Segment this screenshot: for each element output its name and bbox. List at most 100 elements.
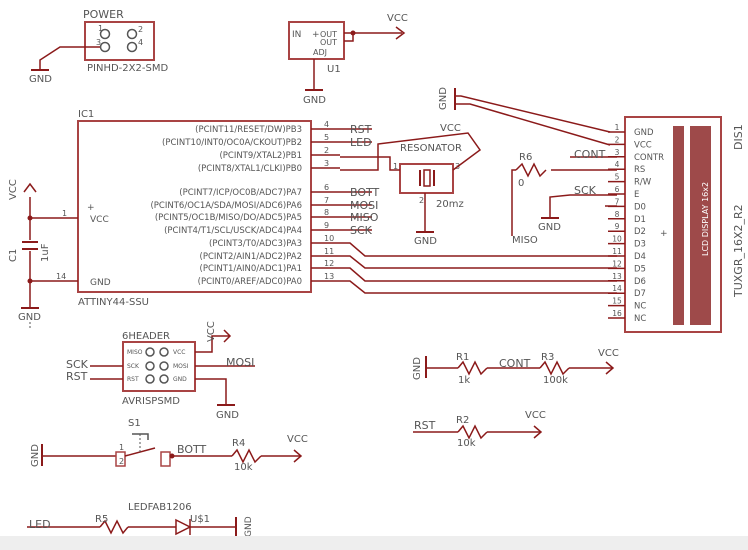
isp-pin-sck: SCK [127,363,140,370]
lcd-pin-number: 5 [615,173,620,182]
capacitor-value: 1uF [40,243,51,262]
lcd-pin-label: E [634,190,639,200]
regulator-u1[interactable]: IN + OUT OUT ADJ U1 [288,21,345,75]
lcd-cont: CONT [574,148,606,161]
isp-sck: SCK [66,358,89,371]
resonator-gnd: GND [414,236,437,247]
lcd-pin-label: NC [634,302,646,312]
lcd-pin-label: GND [634,128,654,138]
lcd-pin-number: 11 [612,247,622,256]
resistor-r2[interactable]: R2 10k [456,415,488,449]
mcu-net-label: LED [350,136,372,149]
vcc-arrow [223,329,232,343]
r6-value: 0 [518,178,524,189]
mcu-pin-number: 4 [324,120,329,129]
regulator-out1: OUT [320,30,337,39]
mcu-pin-label: (PCINT4/T1/SCL/USCK/ADC4)PA4 [164,226,302,236]
lcd-sck: SCK [574,184,597,197]
mcu-pin-number: 11 [324,247,334,256]
isp-pin-vcc: VCC [173,349,185,356]
mcu-value: ATTINY44-SSU [78,297,149,308]
resistor-r4[interactable]: R4 10k [231,438,262,473]
mcu-pin-label: (PCINT7/ICP/OC0B/ADC7)PA7 [179,188,302,198]
r2-vcc: VCC [525,410,546,421]
led-diode[interactable] [175,518,192,536]
r1-cont: CONT [499,357,531,370]
power-header[interactable]: POWER 1 2 3 4 PINHD-2X2-SMD [83,8,168,74]
r3-name: R3 [541,352,554,363]
resistor-r1[interactable]: R1 1k [426,352,488,386]
power-header-name: POWER [83,8,124,21]
lcd-pin-label: D4 [634,252,646,262]
mcu-pin-label: (PCINT6/OC1A/SDA/MOSI/ADC6)PA6 [150,201,302,211]
regulator-out2: OUT [320,38,337,47]
mcu-ic1[interactable]: IC1 ATTINY44-SSU + VCC GND (PCINT11/RESE… [77,109,380,308]
isp-rst: RST [66,370,88,383]
r2-value: 10k [457,438,476,449]
r2-rst: RST [414,419,436,432]
mcu-pin-label: (PCINT5/OC1B/MISO/DO/ADC5)PA5 [155,213,302,223]
r4-value: 10k [234,462,253,473]
capacitor-name: C1 [8,249,19,262]
power-header-pin4: 4 [138,38,143,47]
power-gnd-label: GND [29,74,52,85]
mcu-pin-label: (PCINT3/T0/ADC3)PA3 [209,239,302,249]
bus-wires [340,242,617,294]
lcd-pin-number: 2 [615,135,620,144]
isp-pin-gnd: GND [173,376,187,383]
vcc-arrow [533,425,543,439]
lcd-name: DIS1 [732,124,745,150]
regulator-name: U1 [327,64,341,75]
resistor-r6[interactable]: R6 0 [515,152,547,189]
vcc-arrow [23,182,37,193]
lcd-pin-number: 10 [612,235,622,244]
led-gnd: GND [244,516,254,537]
lcd-display[interactable]: + LCD DISPLAY 16x2 DIS1 TUXGR_16X2_R2 1G… [608,116,745,333]
lcd-pin-label: D6 [634,277,646,287]
r1-gnd: GND [412,357,423,380]
mcu-net-label: RST [350,123,372,136]
mcu-gnd: GND [90,278,111,288]
isp-pin-miso: MISO [127,349,143,356]
power-header-pin1: 1 [98,24,103,33]
resonator-pin2: 2 [419,196,424,205]
resonator-pin1: 1 [393,162,398,171]
lcd-pin-number: 3 [615,148,620,157]
vcc-arrow [395,26,406,40]
capacitor-c1[interactable]: C1 1uF [8,197,51,308]
r1-value: 1k [458,375,470,386]
led-name: U$1 [190,514,210,525]
switch-gnd: GND [30,444,41,467]
mcu-pin-label: (PCINT10/INT0/OC0A/CKOUT)PB2 [162,138,302,148]
lcd-pin-number: 14 [612,284,622,293]
lcd-pin-label: NC [634,314,646,324]
resistor-r5[interactable]: R5 [95,514,129,535]
switch-bott: BOTT [177,443,207,456]
mcu-pin-number: 10 [324,234,334,243]
r1-name: R1 [456,352,469,363]
lcd-pin-label: D1 [634,215,646,225]
r2-name: R2 [456,415,469,426]
resistor-r3[interactable]: R3 100k [539,352,570,386]
mcu-vcc: VCC [90,215,109,225]
mcu-pin-number: 6 [324,183,329,192]
pushbutton-s1[interactable]: S1 1 2 [115,418,171,467]
mcu-name: IC1 [78,109,94,120]
r3-value: 100k [543,375,568,386]
lcd-gnd: GND [438,87,449,110]
lcd-display-text: LCD DISPLAY 16x2 [701,182,710,256]
mcu-net-label: MISO [350,211,379,224]
capacitor-gnd: GND [18,312,41,323]
lcd-pin-label: CONTR [634,153,664,163]
isp-pin-mosi: MOSI [173,363,189,370]
isp-header[interactable]: 6HEADER AVRISPSMD MISO VCC SCK MOSI RST … [122,331,196,407]
regulator-gnd: GND [303,95,326,106]
resonator[interactable]: RESONATOR 1 2 3 20mz [393,143,464,210]
mcu-net-label: MOSI [350,199,378,212]
switch-name: S1 [128,418,141,429]
mcu-pin-number: 9 [324,221,329,230]
switch-pin2: 2 [119,457,124,466]
lcd-pin-number: 9 [615,222,620,231]
power-header-value: PINHD-2X2-SMD [87,63,168,74]
resonator-name: RESONATOR [400,143,462,154]
